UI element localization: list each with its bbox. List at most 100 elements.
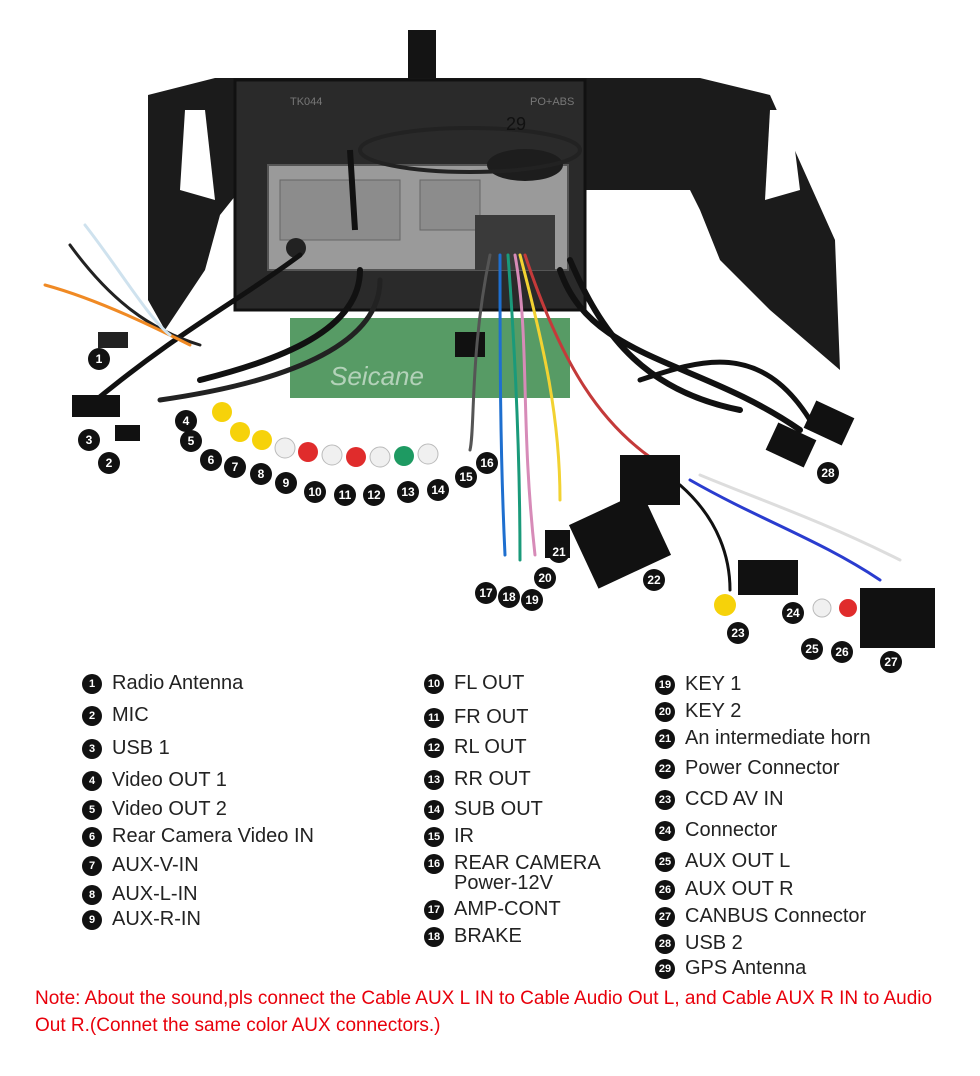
legend-number: 29 bbox=[655, 959, 675, 979]
callout-16: 16 bbox=[476, 452, 498, 474]
legend-label: IR bbox=[454, 825, 474, 847]
legend-label: AUX-L-IN bbox=[112, 883, 198, 905]
callout-19: 19 bbox=[521, 589, 543, 611]
legend-label: GPS Antenna bbox=[685, 957, 807, 979]
legend-number: 28 bbox=[655, 934, 675, 954]
callout-26: 26 bbox=[831, 641, 853, 663]
legend-label: An intermediate horn bbox=[685, 727, 871, 749]
legend-label: MIC bbox=[112, 704, 149, 726]
aux-out-r-plug bbox=[839, 599, 857, 617]
legend-number: 19 bbox=[655, 675, 675, 695]
callout-3: 3 bbox=[78, 429, 100, 451]
power-connector bbox=[568, 491, 672, 589]
legend-number: 20 bbox=[655, 702, 675, 722]
legend-number: 5 bbox=[82, 800, 102, 820]
callout-12: 12 bbox=[363, 484, 385, 506]
legend-number: 21 bbox=[655, 729, 675, 749]
legend-label: BRAKE bbox=[454, 925, 522, 947]
wiring-diagram-illustration: TK044 PO+ABS bbox=[43, 30, 935, 648]
callout-27: 27 bbox=[880, 651, 902, 673]
callout-6: 6 bbox=[200, 449, 222, 471]
legend-item-19: 19 KEY 1 bbox=[655, 674, 741, 695]
legend-label: Rear Camera Video IN bbox=[112, 825, 314, 847]
legend-item-29: 29 GPS Antenna bbox=[655, 958, 806, 979]
callout-9: 9 bbox=[275, 472, 297, 494]
legend-item-28: 28 USB 2 bbox=[655, 933, 743, 954]
legend-label-line1: REAR CAMERA bbox=[454, 852, 601, 874]
legend-label: AUX-R-IN bbox=[112, 908, 201, 930]
legend-item-2: 2 MIC bbox=[82, 705, 149, 726]
legend-number: 23 bbox=[655, 790, 675, 810]
legend-label: FR OUT bbox=[454, 706, 529, 728]
legend-label: KEY 1 bbox=[685, 673, 742, 695]
legend-label: KEY 2 bbox=[685, 700, 742, 722]
callout-18: 18 bbox=[498, 586, 520, 608]
aux-out-l-plug bbox=[812, 598, 832, 618]
callout-13: 13 bbox=[397, 481, 419, 503]
legend-number: 12 bbox=[424, 738, 444, 758]
legend-number: 18 bbox=[424, 927, 444, 947]
legend-number: 16 bbox=[424, 854, 444, 874]
callout-11: 11 bbox=[334, 484, 356, 506]
legend-number: 15 bbox=[424, 827, 444, 847]
callout-24: 24 bbox=[782, 602, 804, 624]
legend-number: 26 bbox=[655, 880, 675, 900]
ccd-av-in-plug bbox=[714, 594, 736, 616]
antenna-plug bbox=[98, 332, 128, 348]
watermark-text: Seicane bbox=[330, 361, 424, 391]
legend-label: SUB OUT bbox=[454, 798, 543, 820]
callout-8: 8 bbox=[250, 463, 272, 485]
legend-label: CCD AV IN bbox=[685, 788, 784, 810]
legend-label: Connector bbox=[685, 819, 778, 841]
legend-label: Video OUT 2 bbox=[112, 798, 227, 820]
legend-item-17: 17 AMP-CONT bbox=[424, 899, 561, 920]
legend-label: Power Connector bbox=[685, 757, 840, 779]
head-unit-mark-right: PO+ABS bbox=[530, 96, 574, 108]
legend-item-5: 5 Video OUT 2 bbox=[82, 799, 227, 820]
frame-top-tab bbox=[408, 30, 436, 85]
legend-item-18: 18 BRAKE bbox=[424, 926, 522, 947]
callout-15: 15 bbox=[455, 466, 477, 488]
legend-item-10: 10 FL OUT bbox=[424, 673, 524, 694]
legend-item-20: 20 KEY 2 bbox=[655, 701, 741, 722]
legend-number: 4 bbox=[82, 771, 102, 791]
canbus-connector bbox=[860, 588, 935, 648]
legend-label: AUX OUT L bbox=[685, 850, 791, 872]
legend-label-line2: Power-12V bbox=[454, 872, 553, 894]
legend-item-21: 21 An intermediate horn bbox=[655, 728, 871, 749]
legend-number: 2 bbox=[82, 706, 102, 726]
legend-number: 10 bbox=[424, 674, 444, 694]
legend-number: 6 bbox=[82, 827, 102, 847]
sound-connection-note: Note: About the sound,pls connect the Ca… bbox=[35, 988, 933, 1036]
legend-number: 17 bbox=[424, 900, 444, 920]
legend-number: 22 bbox=[655, 759, 675, 779]
legend-label: RR OUT bbox=[454, 768, 531, 790]
legend-number: 27 bbox=[655, 907, 675, 927]
legend-label: FL OUT bbox=[454, 672, 525, 694]
callout-4: 4 bbox=[175, 410, 197, 432]
legend-item-6: 6 Rear Camera Video IN bbox=[82, 826, 314, 847]
rca-connector-row bbox=[212, 402, 439, 468]
callout-14: 14 bbox=[427, 479, 449, 501]
legend-label: AMP-CONT bbox=[454, 898, 561, 920]
head-unit-mark-left: TK044 bbox=[290, 96, 322, 108]
legend-item-22: 22 Power Connector bbox=[655, 758, 840, 779]
callout-29: 29 bbox=[505, 114, 527, 134]
callout-21: 21 bbox=[548, 541, 570, 563]
legend-number: 24 bbox=[655, 821, 675, 841]
legend-number: 3 bbox=[82, 739, 102, 759]
usb-2-plug bbox=[803, 400, 855, 446]
legend-label: USB 2 bbox=[685, 932, 743, 954]
callout-23: 23 bbox=[727, 622, 749, 644]
